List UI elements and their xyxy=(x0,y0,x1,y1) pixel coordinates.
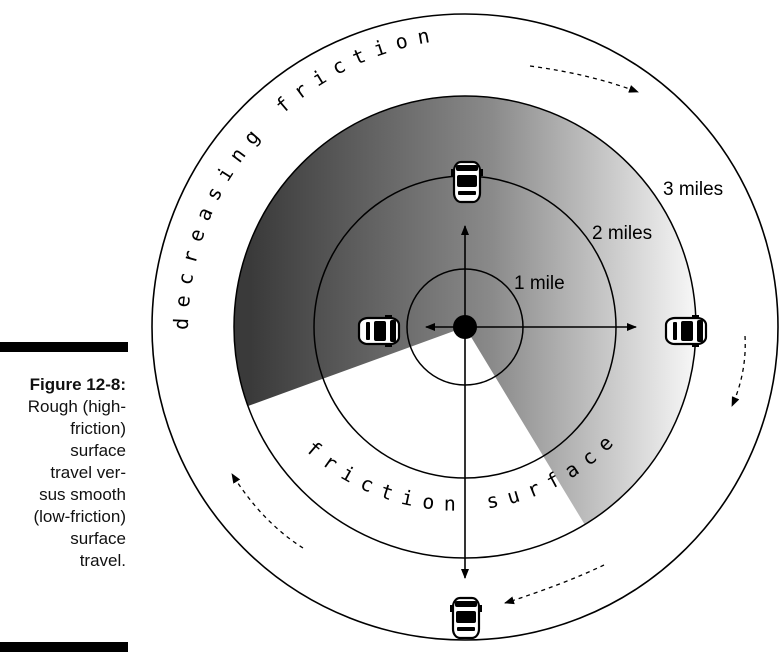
caption-line: sus smooth xyxy=(39,485,126,504)
caption-bar-bottom xyxy=(0,642,128,652)
outer-circle xyxy=(151,13,779,641)
figure-number: Figure 12-8: xyxy=(29,375,126,394)
caption-bar-top xyxy=(0,342,128,352)
car-icon-bottom xyxy=(448,596,484,640)
caption-line: (low-friction) xyxy=(33,507,126,526)
label-2-miles: 2 miles xyxy=(592,223,652,244)
figure-caption: Figure 12-8: Rough (high- friction) surf… xyxy=(0,374,126,572)
label-1-mile: 1 mile xyxy=(514,273,565,294)
label-3-miles: 3 miles xyxy=(663,179,723,200)
caption-line: surface xyxy=(70,529,126,548)
caption-line: Rough (high- xyxy=(27,397,126,416)
center-dot-icon xyxy=(453,315,477,339)
dashed-arrow-icon xyxy=(231,473,304,549)
caption-line: travel. xyxy=(79,551,126,570)
car-icon-left xyxy=(357,313,401,349)
caption-line: friction) xyxy=(70,419,126,438)
dashed-arrow-icon xyxy=(529,65,639,93)
car-icon-top xyxy=(449,160,485,204)
caption-line: surface xyxy=(70,441,126,460)
caption-line: travel ver- xyxy=(50,463,126,482)
car-icon-right xyxy=(664,313,708,349)
dashed-arrow-icon xyxy=(504,564,605,605)
dashed-arrow-icon xyxy=(731,335,746,407)
